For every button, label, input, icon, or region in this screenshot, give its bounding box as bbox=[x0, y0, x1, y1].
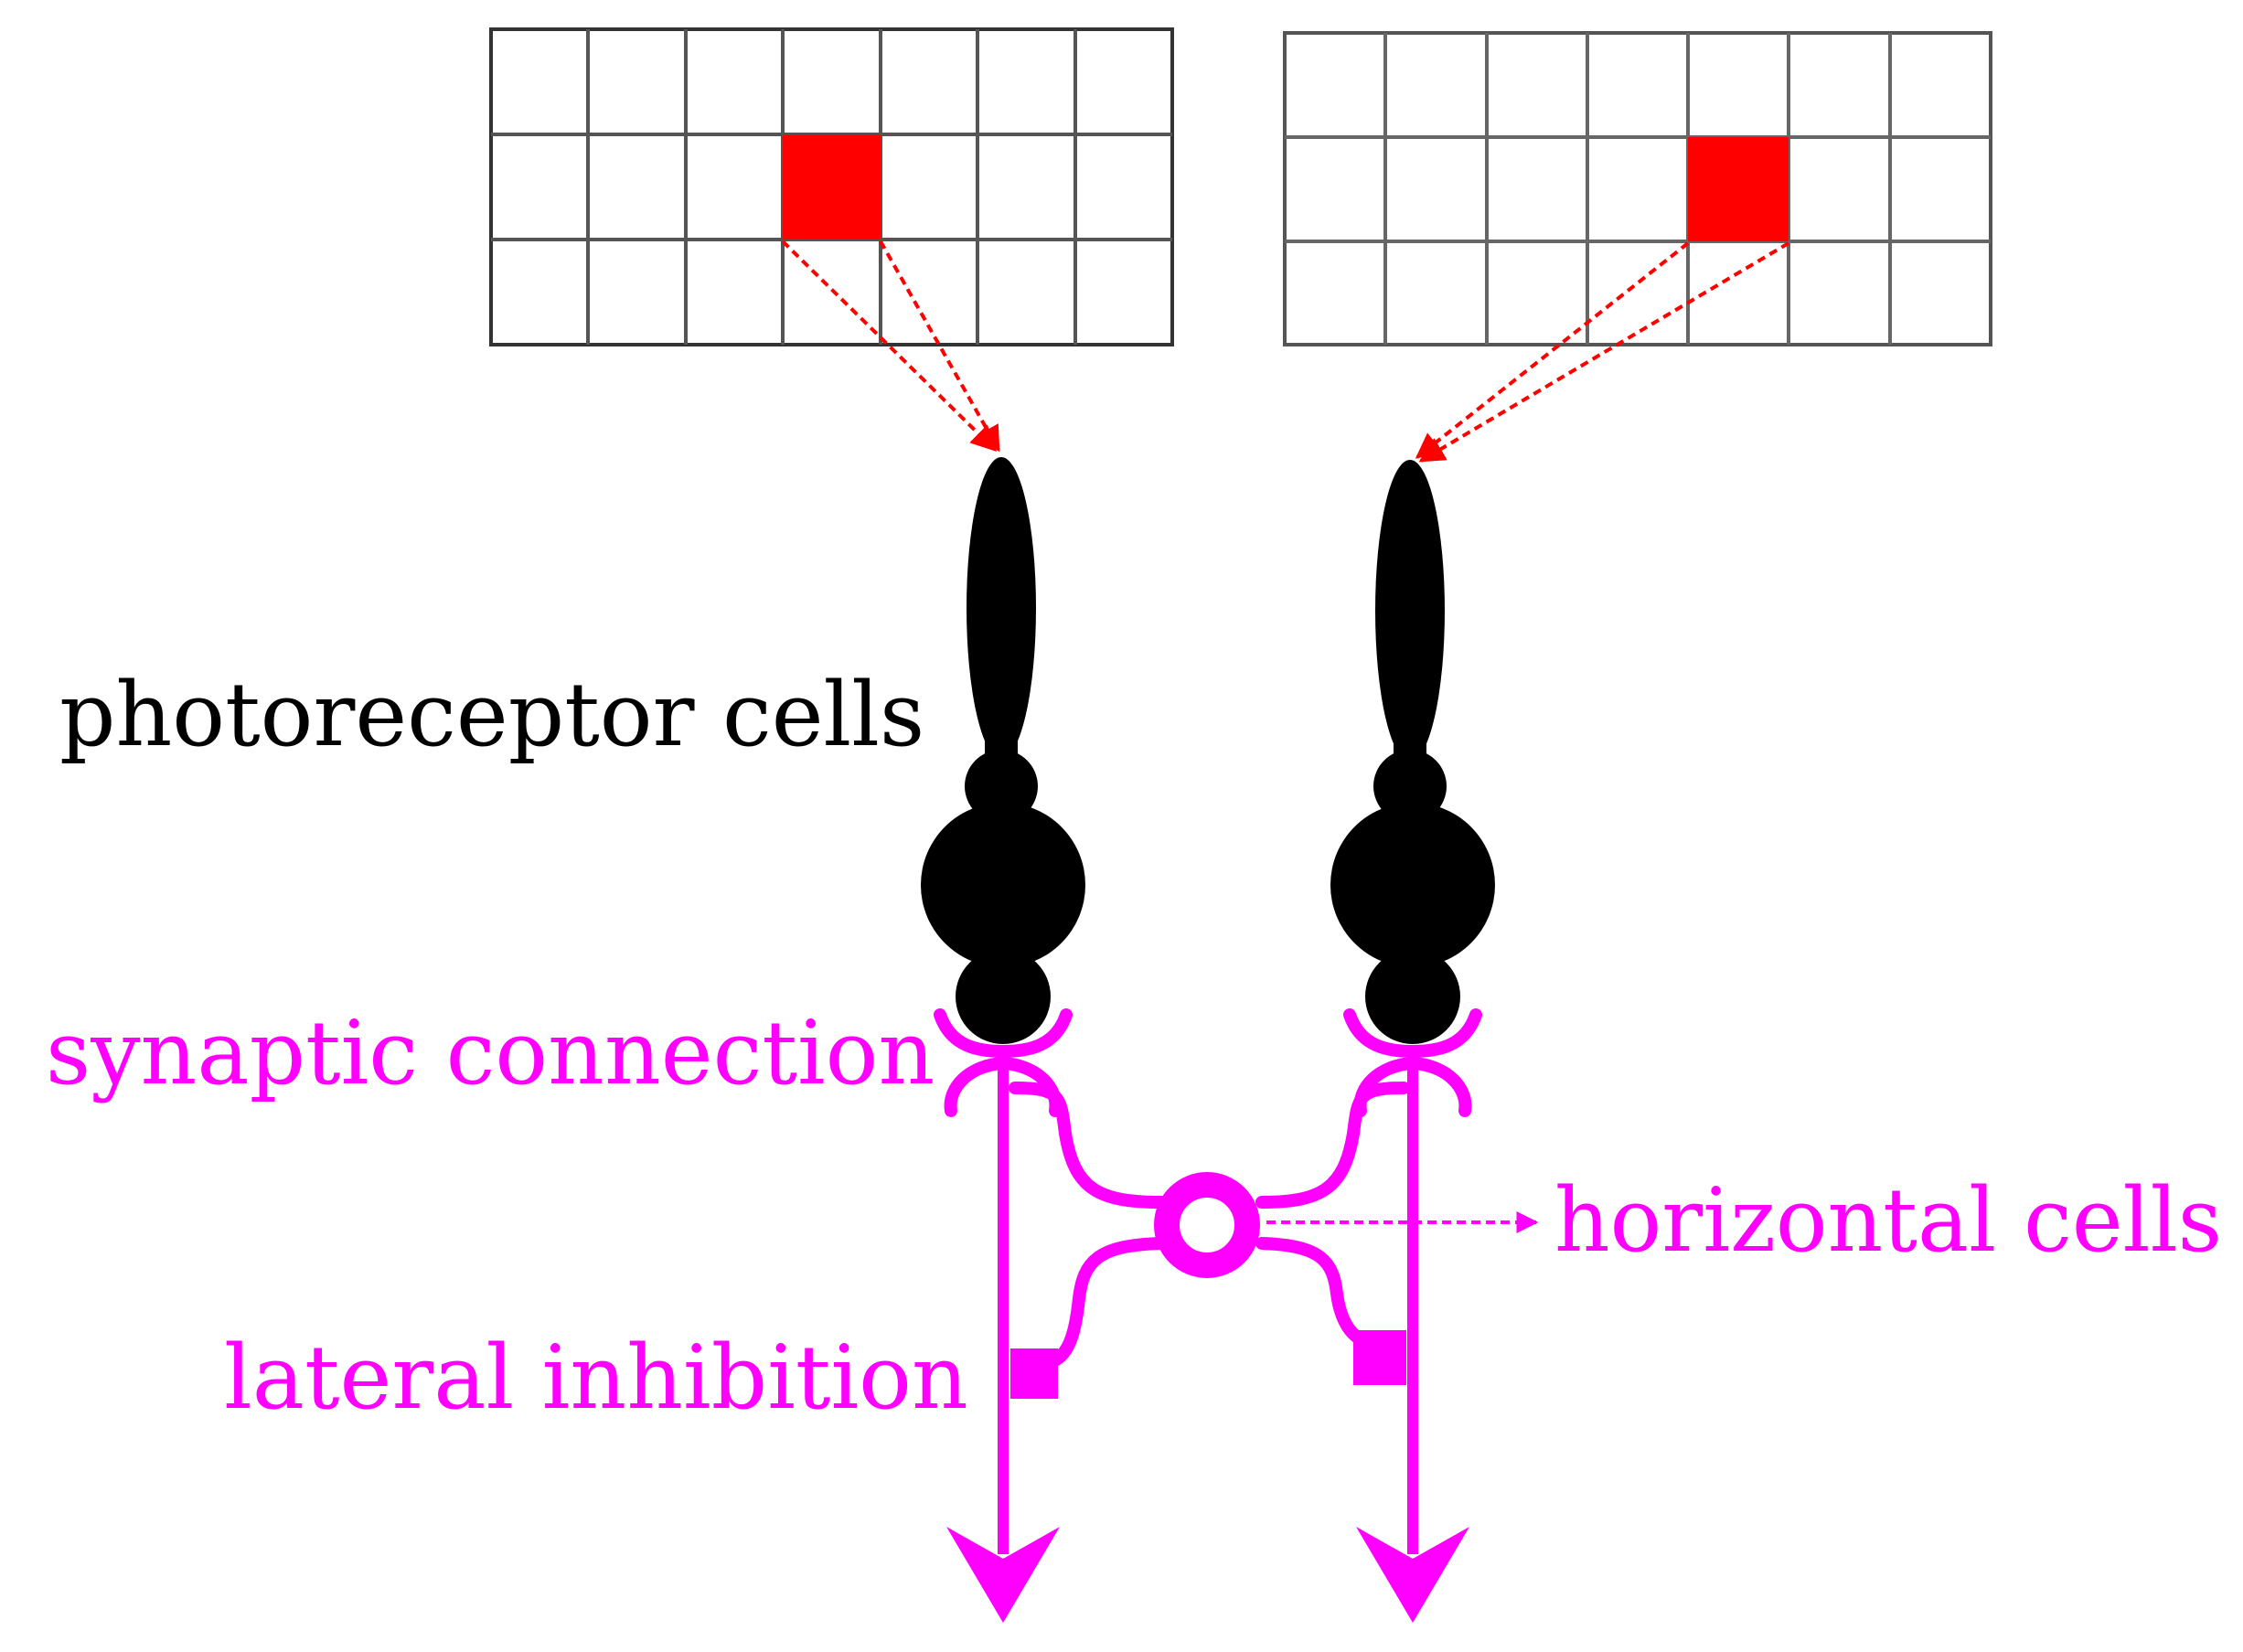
right-inhibitory-synapse bbox=[1353, 1330, 1406, 1385]
left-projection-arrows bbox=[781, 240, 1000, 453]
left-pixel-grid bbox=[489, 27, 1174, 346]
right-projection-arrows bbox=[1415, 241, 1790, 463]
horizontal-cells-label: horizontal cells bbox=[1554, 1169, 2222, 1272]
left-output-axon bbox=[946, 1065, 1060, 1623]
synaptic-connection-label: synaptic connection bbox=[46, 1002, 935, 1104]
left-inhibitory-synapse bbox=[1010, 1348, 1058, 1399]
right-output-axon bbox=[1356, 1065, 1469, 1623]
right-highlighted-pixel bbox=[1688, 137, 1789, 241]
photoreceptor-cells-label: photoreceptor cells bbox=[59, 664, 924, 766]
left-photoreceptor-cell bbox=[921, 457, 1085, 1044]
lateral-inhibition-label: lateral inhibition bbox=[224, 1327, 968, 1429]
horizontal-cell bbox=[1009, 1082, 1410, 1369]
right-photoreceptor-cell bbox=[1330, 460, 1495, 1044]
right-pixel-grid bbox=[1283, 31, 1992, 346]
left-highlighted-pixel bbox=[783, 134, 881, 240]
horizontal-cell-body bbox=[1154, 1172, 1260, 1278]
